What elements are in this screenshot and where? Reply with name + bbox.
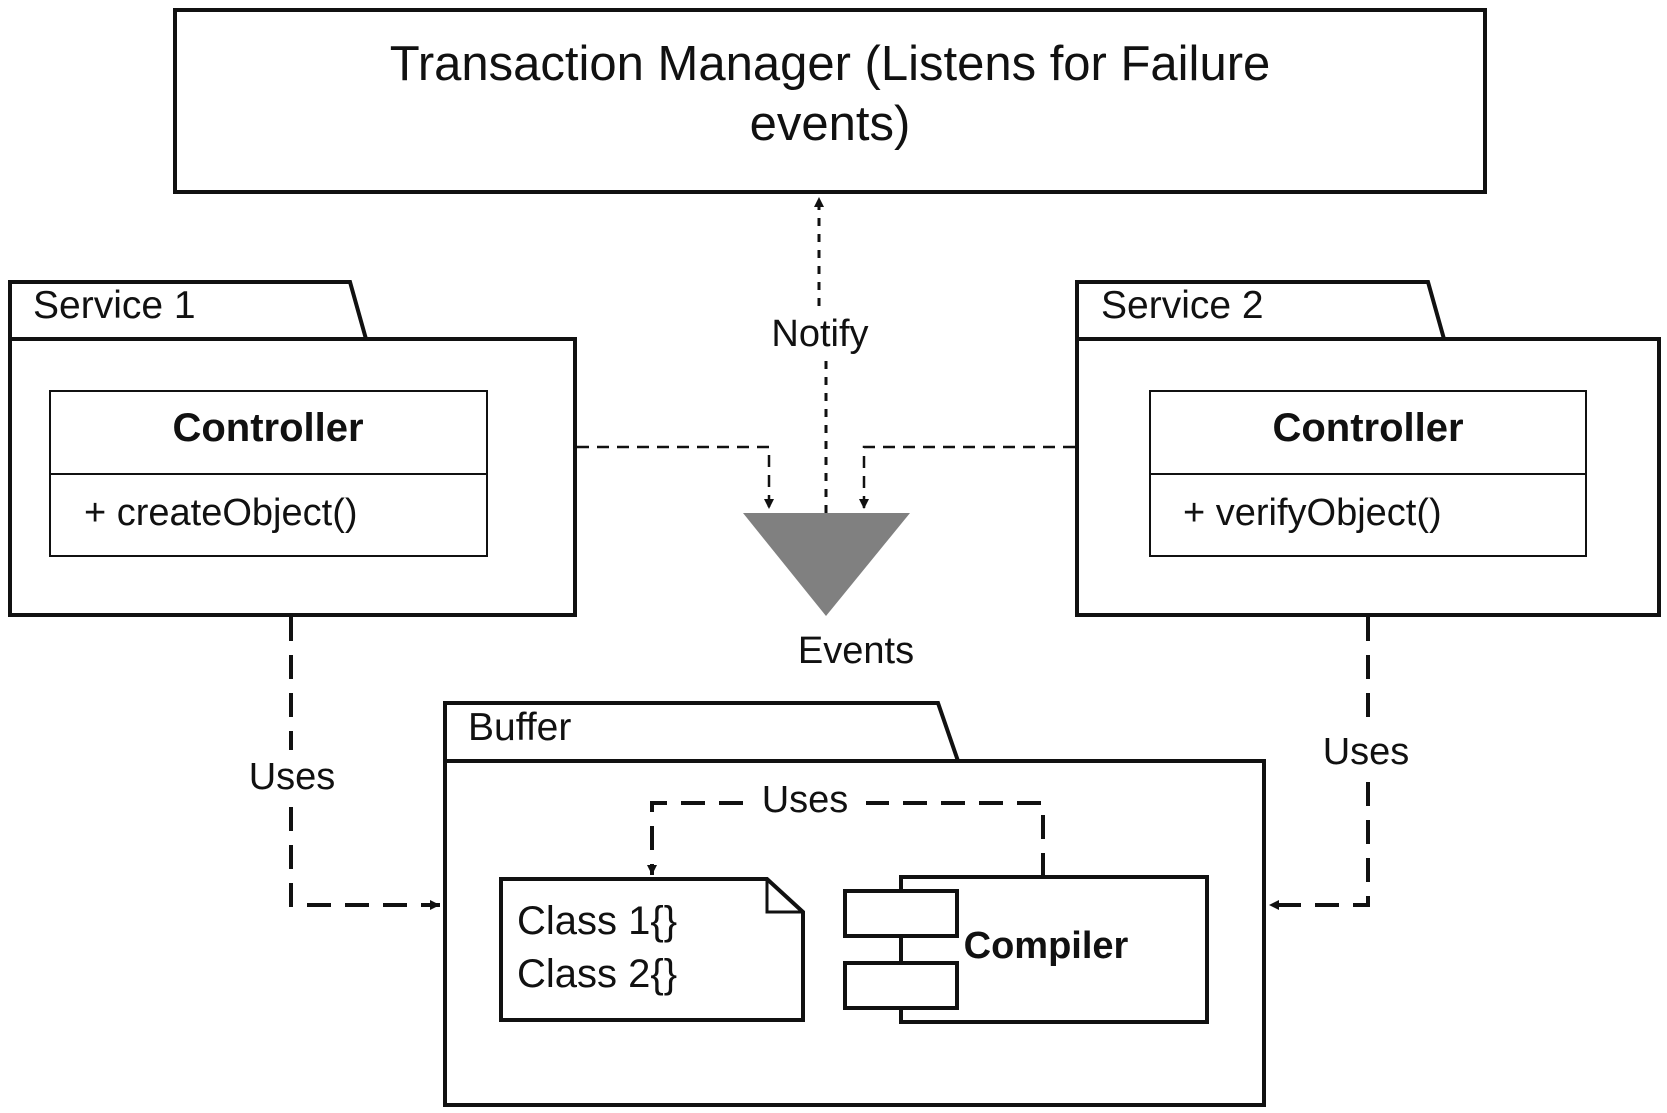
- events-node: Events: [743, 513, 914, 672]
- compiler-component-port-top: [843, 889, 959, 938]
- uses-left-connector-lower: [289, 807, 440, 910]
- class-document-line2: Class 2{}: [517, 952, 677, 996]
- service1-to-events-connector: [577, 445, 774, 509]
- service1-package: Service 1 Controller + createObject(): [8, 280, 577, 617]
- buffer-body: [443, 759, 1266, 1107]
- transaction-manager: Transaction Manager (Listens for Failure…: [173, 8, 1487, 194]
- service1-controller-method: + createObject(): [84, 492, 358, 534]
- buffer-package: Buffer Class 1{} Class 2{} Compiler: [443, 701, 1266, 1107]
- uses-right-connector-lower: [1269, 782, 1370, 910]
- events-triangle: [743, 513, 910, 616]
- compiler-label: Compiler: [964, 925, 1129, 967]
- uses-inner-connector-right: [866, 801, 1045, 877]
- service2-tab-label: Service 2: [1101, 284, 1264, 327]
- uses-left-label: Uses: [249, 756, 336, 798]
- events-label: Events: [798, 630, 914, 672]
- uses-right-label: Uses: [1323, 731, 1410, 773]
- buffer-tab-label: Buffer: [468, 706, 571, 749]
- service2-to-events-connector: [859, 445, 1075, 509]
- transaction-manager-title-line2: events): [750, 97, 911, 151]
- transaction-manager-title-line1: Transaction Manager (Listens for Failure: [390, 37, 1271, 91]
- service2-tab: [1075, 280, 1446, 340]
- notify-label: Notify: [771, 313, 868, 355]
- connector-labels: Notify Uses Uses Uses: [249, 313, 1410, 821]
- service1-tab: [8, 280, 368, 340]
- uses-inner-label: Uses: [762, 779, 849, 821]
- class-document-fold: [765, 879, 803, 914]
- compiler-component-port-bottom: [843, 961, 959, 1010]
- buffer-tab: [443, 701, 960, 762]
- service2-controller-title: Controller: [1272, 406, 1463, 450]
- service1-tab-label: Service 1: [33, 284, 196, 327]
- transaction-manager-box: [173, 8, 1487, 194]
- service2-package: Service 2 Controller + verifyObject(): [1075, 280, 1661, 617]
- class-document-line1: Class 1{}: [517, 899, 677, 943]
- connectors: [289, 197, 1370, 910]
- class-document: [499, 877, 805, 1022]
- service2-controller-method: + verifyObject(): [1183, 492, 1442, 534]
- uses-inner-connector-left: [647, 801, 743, 875]
- service1-controller-title: Controller: [172, 406, 363, 450]
